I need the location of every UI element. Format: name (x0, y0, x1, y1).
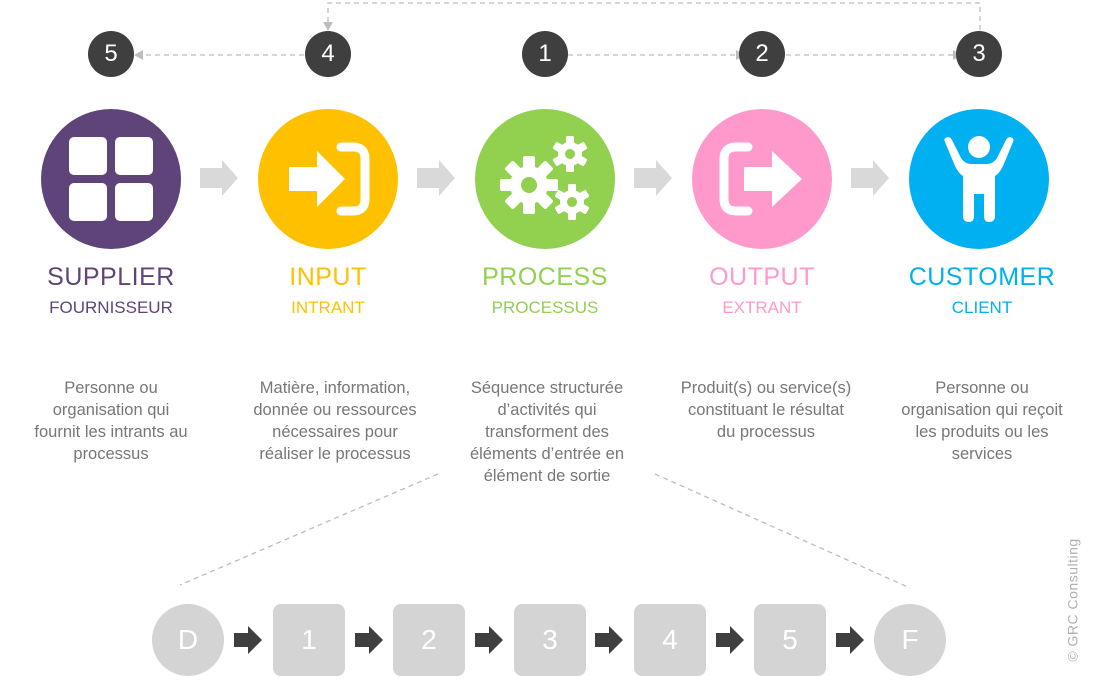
customer-circle (909, 109, 1049, 249)
flow-arrow-3 (634, 160, 672, 196)
description-line: organisation qui (52, 401, 170, 419)
arrowhead-into-4 (323, 22, 333, 31)
description-line: les produits ou les (915, 423, 1049, 441)
supplier-description: Personne ou organisation qui fournit les… (6, 377, 216, 465)
input-circle (258, 109, 398, 249)
description-line: organisation qui reçoit (901, 401, 1063, 419)
flow-arrow-1 (200, 160, 238, 196)
zoom-left-line (179, 473, 439, 586)
description-line: du processus (716, 423, 816, 441)
description-line: transforment des (485, 423, 609, 441)
description-line: constituant le résultat (688, 401, 844, 419)
sign-out-icon (719, 142, 802, 216)
input-title: INPUT (289, 263, 367, 291)
process-title: PROCESS (482, 263, 608, 291)
step-5: 5 (754, 604, 826, 676)
description-line: Personne ou (64, 379, 158, 397)
step-arrow-2 (355, 626, 383, 654)
gears-icon (500, 136, 590, 220)
description-line: réaliser le processus (259, 445, 411, 463)
supplier-circle (41, 109, 181, 249)
badge-output: 2 (739, 31, 785, 77)
process-description: Séquence structurée d’activités qui tran… (442, 377, 652, 487)
badge-process: 1 (522, 31, 568, 77)
input-description: Matière, information, donnée ou ressourc… (230, 377, 440, 465)
customer-description: Personne ou organisation qui reçoit les … (877, 377, 1087, 465)
description-line: Matière, information, (259, 379, 411, 397)
description-line: d’activités qui (497, 401, 597, 419)
process-circle (475, 109, 615, 249)
description-line: Personne ou (935, 379, 1029, 397)
badge-customer: 3 (956, 31, 1002, 77)
supplier-title: SUPPLIER (47, 263, 175, 291)
sign-in-icon (289, 142, 370, 216)
output-subtitle: EXTRANT (722, 298, 802, 317)
step-4: 4 (634, 604, 706, 676)
supplier-subtitle: FOURNISSEUR (49, 298, 173, 317)
badge-supplier: 5 (88, 31, 134, 77)
customer-subtitle: CLIENT (951, 298, 1013, 317)
output-description: Produit(s) ou service(s) constituant le … (661, 377, 871, 443)
step-end: F (874, 604, 946, 676)
copyright-watermark: © GRC Consulting (1053, 525, 1093, 675)
description-line: nécessaires pour (272, 423, 398, 441)
step-arrow-6 (836, 626, 864, 654)
process-subtitle: PROCESSUS (491, 298, 599, 317)
description-line: fournit les intrants au (34, 423, 188, 441)
badge-input: 4 (305, 31, 351, 77)
description-line: Produit(s) ou service(s) (680, 379, 852, 397)
description-line: éléments d’entrée en (469, 445, 625, 463)
output-circle (692, 109, 832, 249)
feedback-loop-line (327, 2, 981, 30)
step-start: D (152, 604, 224, 676)
input-subtitle: INTRANT (291, 298, 365, 317)
description-line: élément de sortie (483, 467, 611, 485)
step-arrow-1 (234, 626, 262, 654)
description-line: processus (73, 445, 149, 463)
step-arrow-5 (716, 626, 744, 654)
output-title: OUTPUT (709, 263, 815, 291)
zoom-right-line (654, 473, 911, 589)
description-line: services (951, 445, 1013, 463)
step-arrow-4 (595, 626, 623, 654)
step-arrow-3 (475, 626, 503, 654)
person-icon (944, 136, 1014, 222)
grid-icon (69, 137, 153, 221)
description-line: donnée ou ressources (253, 401, 417, 419)
description-line: Séquence structurée (470, 379, 624, 397)
arrowhead-into-5 (134, 50, 143, 60)
customer-title: CUSTOMER (908, 263, 1056, 291)
flow-arrow-4 (851, 160, 889, 196)
flow-arrow-2 (417, 160, 455, 196)
step-3: 3 (514, 604, 586, 676)
step-1: 1 (273, 604, 345, 676)
step-2: 2 (393, 604, 465, 676)
copyright-text: © GRC Consulting (1065, 538, 1082, 662)
